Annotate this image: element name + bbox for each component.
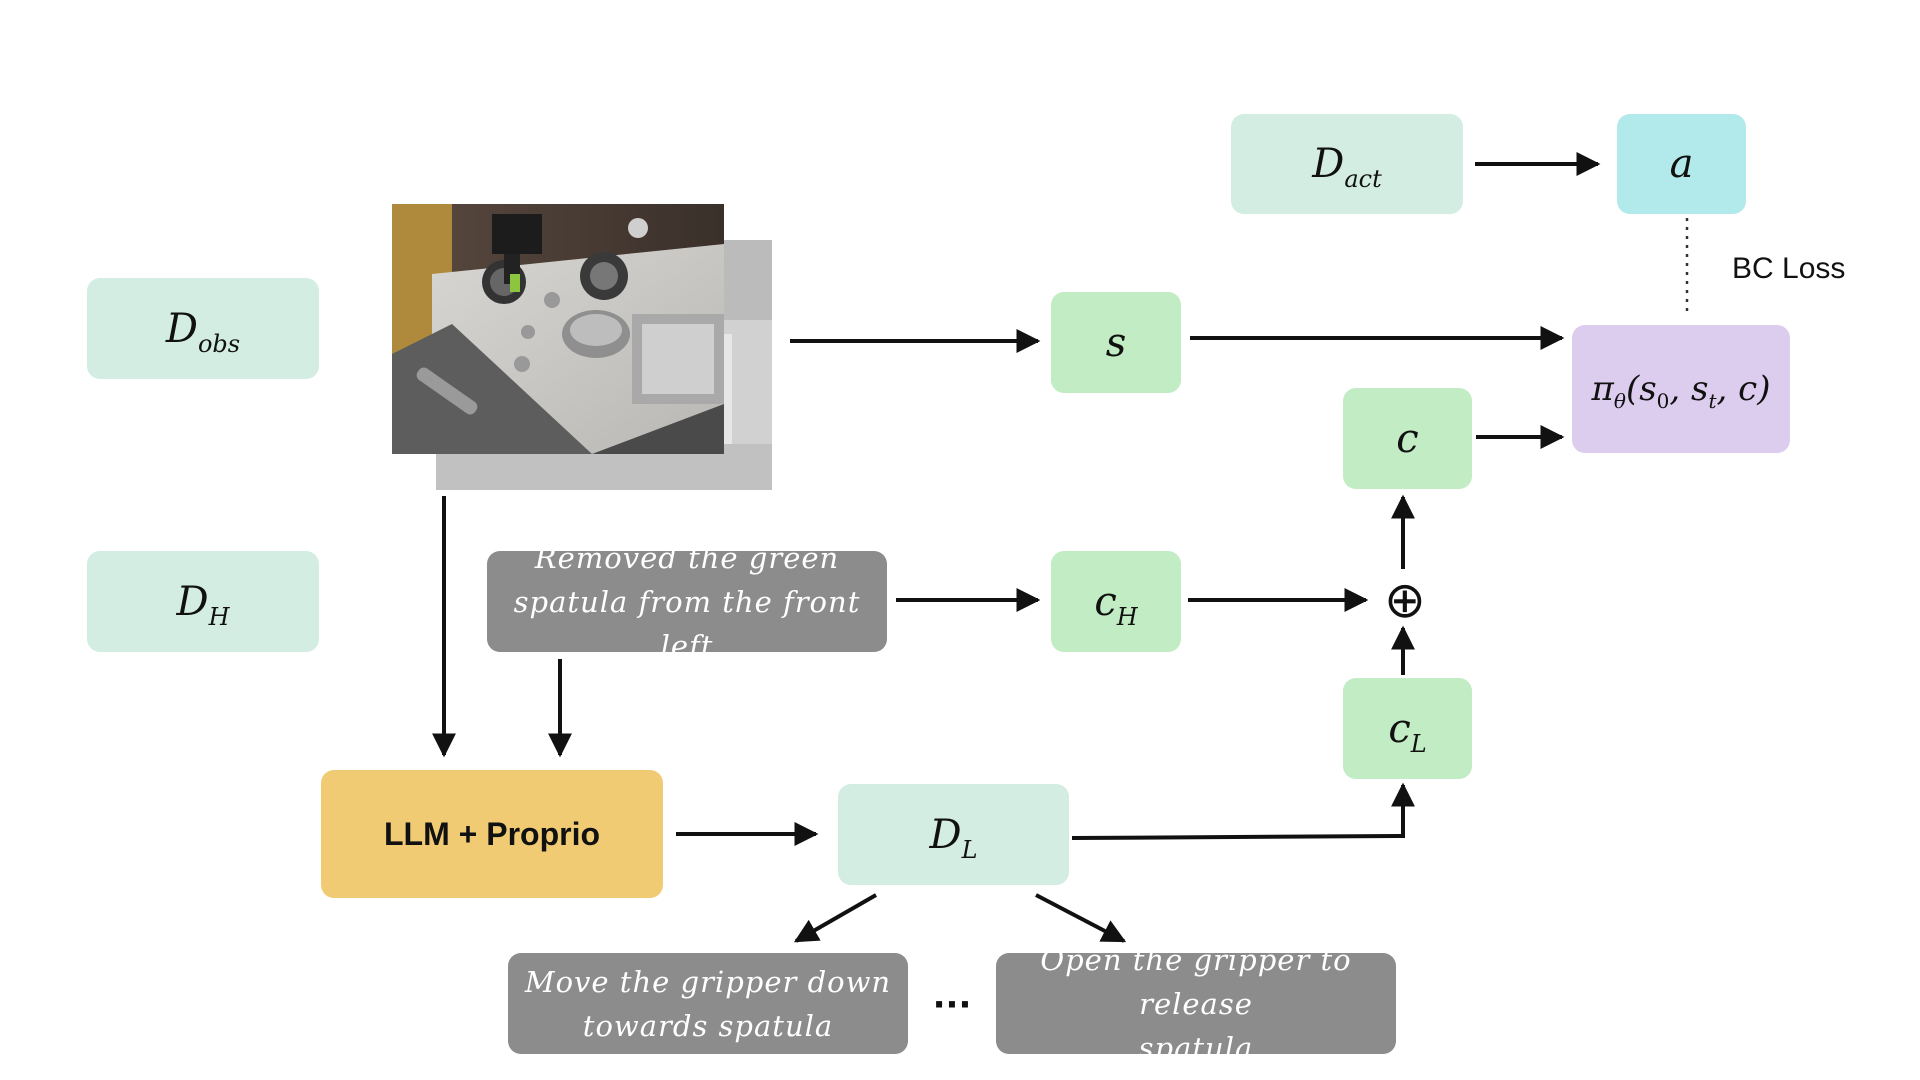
state-embedding-box: s (1051, 292, 1181, 393)
ellipsis: ··· (932, 985, 972, 1025)
d-act-subscript: act (1344, 165, 1382, 193)
kitchen-observation-image (392, 204, 772, 490)
policy-s0-subscript: 0 (1656, 389, 1670, 413)
arrow-dl-to-caption-1 (793, 893, 877, 943)
d-h-subscript: H (208, 602, 230, 631)
arrow-dl-to-caption-2 (1035, 893, 1127, 943)
language-dataset-box: DL (838, 784, 1069, 885)
policy-theta: θ (1613, 389, 1626, 413)
bc-loss-label: BC Loss (1732, 252, 1846, 285)
policy-args-close: , c) (1716, 369, 1771, 409)
llm-proprio-box: LLM + Proprio (321, 770, 663, 898)
d-obs-subscript: obs (197, 329, 241, 358)
d-l-symbol: D (929, 811, 962, 858)
high-level-caption-line2: spatula from the front left (513, 584, 861, 663)
policy-pi: π (1591, 369, 1614, 409)
low-level-caption-1-line2: towards spatula (582, 1008, 834, 1043)
context-symbol: c (1396, 415, 1419, 462)
c-l-subscript: L (1410, 729, 1427, 758)
low-level-caption-2-line1: Open the gripper to release (1040, 942, 1352, 1021)
c-h-subscript: H (1116, 602, 1138, 631)
high-level-caption-box: Removed the green spatula from the front… (487, 541, 887, 663)
concat-operator: ⊕ (1384, 571, 1426, 629)
policy-args-open: (s (1625, 369, 1657, 409)
action-dataset-box: Dact (1231, 114, 1463, 214)
d-h-symbol: D (176, 578, 209, 625)
c-l-symbol: c (1388, 705, 1411, 752)
policy-box: πθ(s0, st, c) (1572, 325, 1790, 453)
action-box: a (1617, 114, 1746, 214)
arrow-dl-to-cl (1071, 782, 1415, 840)
d-act-symbol: D (1312, 141, 1345, 187)
combined-context-box: c (1343, 388, 1472, 489)
c-h-symbol: c (1094, 578, 1117, 625)
low-level-caption-box-1: Move the gripper down towards spatula (508, 953, 908, 1054)
policy-st-subscript: t (1708, 389, 1717, 413)
low-level-caption-2-line2: spatula (1138, 1030, 1254, 1065)
action-symbol: a (1669, 141, 1694, 187)
human-dataset-box: DH (87, 551, 319, 652)
observation-dataset-box: Dobs (87, 278, 319, 379)
low-level-embedding-box: cL (1343, 678, 1472, 779)
low-level-caption-1-line1: Move the gripper down (524, 964, 892, 999)
low-level-caption-box-2: Open the gripper to release spatula (996, 943, 1396, 1065)
d-l-subscript: L (961, 835, 978, 864)
high-level-embedding-box: cH (1051, 551, 1181, 652)
state-symbol: s (1105, 319, 1127, 366)
policy-args-mid: , s (1669, 369, 1709, 409)
high-level-caption-line1: Removed the green (534, 540, 840, 575)
llm-proprio-label: LLM + Proprio (384, 815, 600, 852)
d-obs-symbol: D (165, 305, 198, 352)
